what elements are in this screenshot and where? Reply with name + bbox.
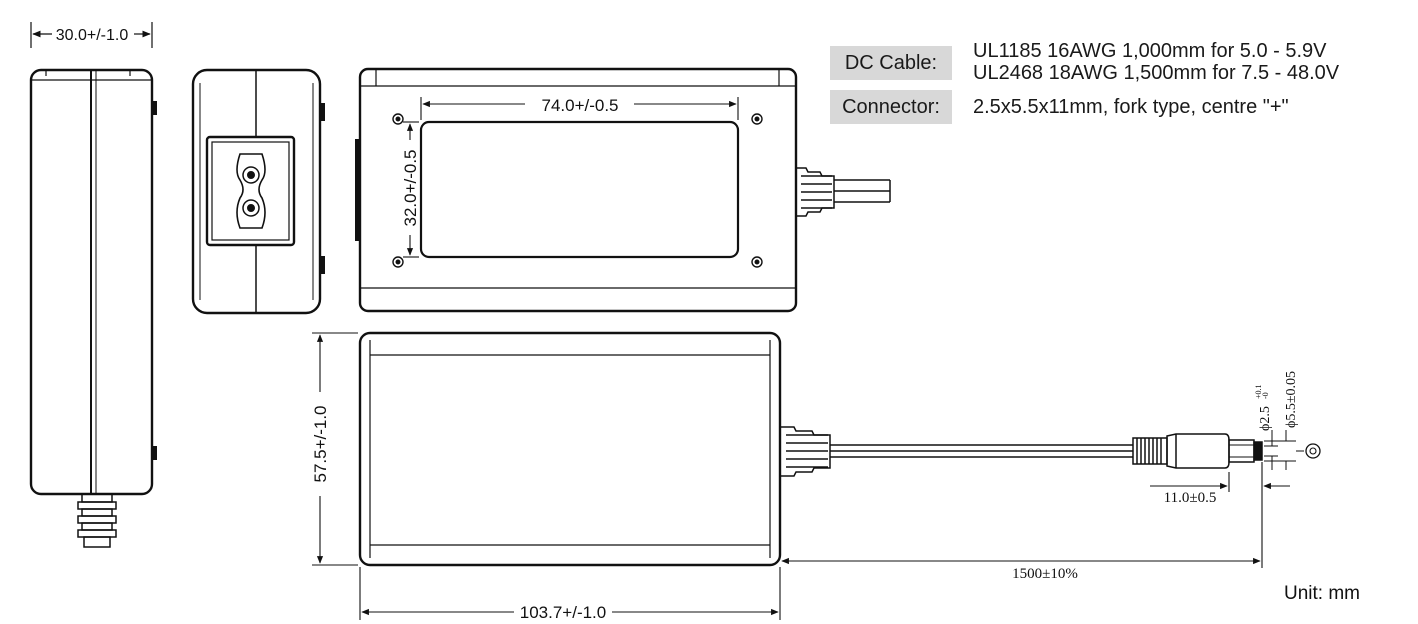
connector-value: 2.5x5.5x11mm, fork type, centre "+": [973, 96, 1289, 118]
connector-label: Connector:: [830, 90, 952, 124]
dim-label-width: 74.0+/-0.5: [541, 96, 618, 115]
dim-cable-length: 1500±10%: [1012, 566, 1078, 582]
dim-plug-inner-tol-lower: -0: [1261, 392, 1270, 399]
dc-cable-label: DC Cable:: [830, 46, 952, 80]
side-view: [29, 22, 157, 548]
dim-plug-inner-tol-upper: +0.1: [1254, 384, 1263, 399]
dim-label-height: 32.0+/-0.5: [401, 149, 420, 226]
unit-label: Unit: mm: [1284, 583, 1360, 604]
dim-plug-outer: ϕ5.5±0.05: [1284, 371, 1299, 428]
top-view: [355, 67, 891, 313]
dim-plug-length: 11.0±0.5: [1164, 490, 1217, 506]
dim-side-width: 30.0+/-1.0: [56, 27, 129, 44]
dim-body-length: 103.7+/-1.0: [520, 603, 607, 622]
end-view: [191, 68, 325, 315]
dc-cable-line-2: UL2468 18AWG 1,500mm for 7.5 - 48.0V: [973, 62, 1340, 84]
front-view: [312, 331, 1321, 620]
dim-body-height: 57.5+/-1.0: [311, 405, 330, 482]
dim-plug-inner: ϕ2.5: [1258, 406, 1273, 431]
dc-cable-line-1: UL1185 16AWG 1,000mm for 5.0 - 5.9V: [973, 40, 1327, 62]
